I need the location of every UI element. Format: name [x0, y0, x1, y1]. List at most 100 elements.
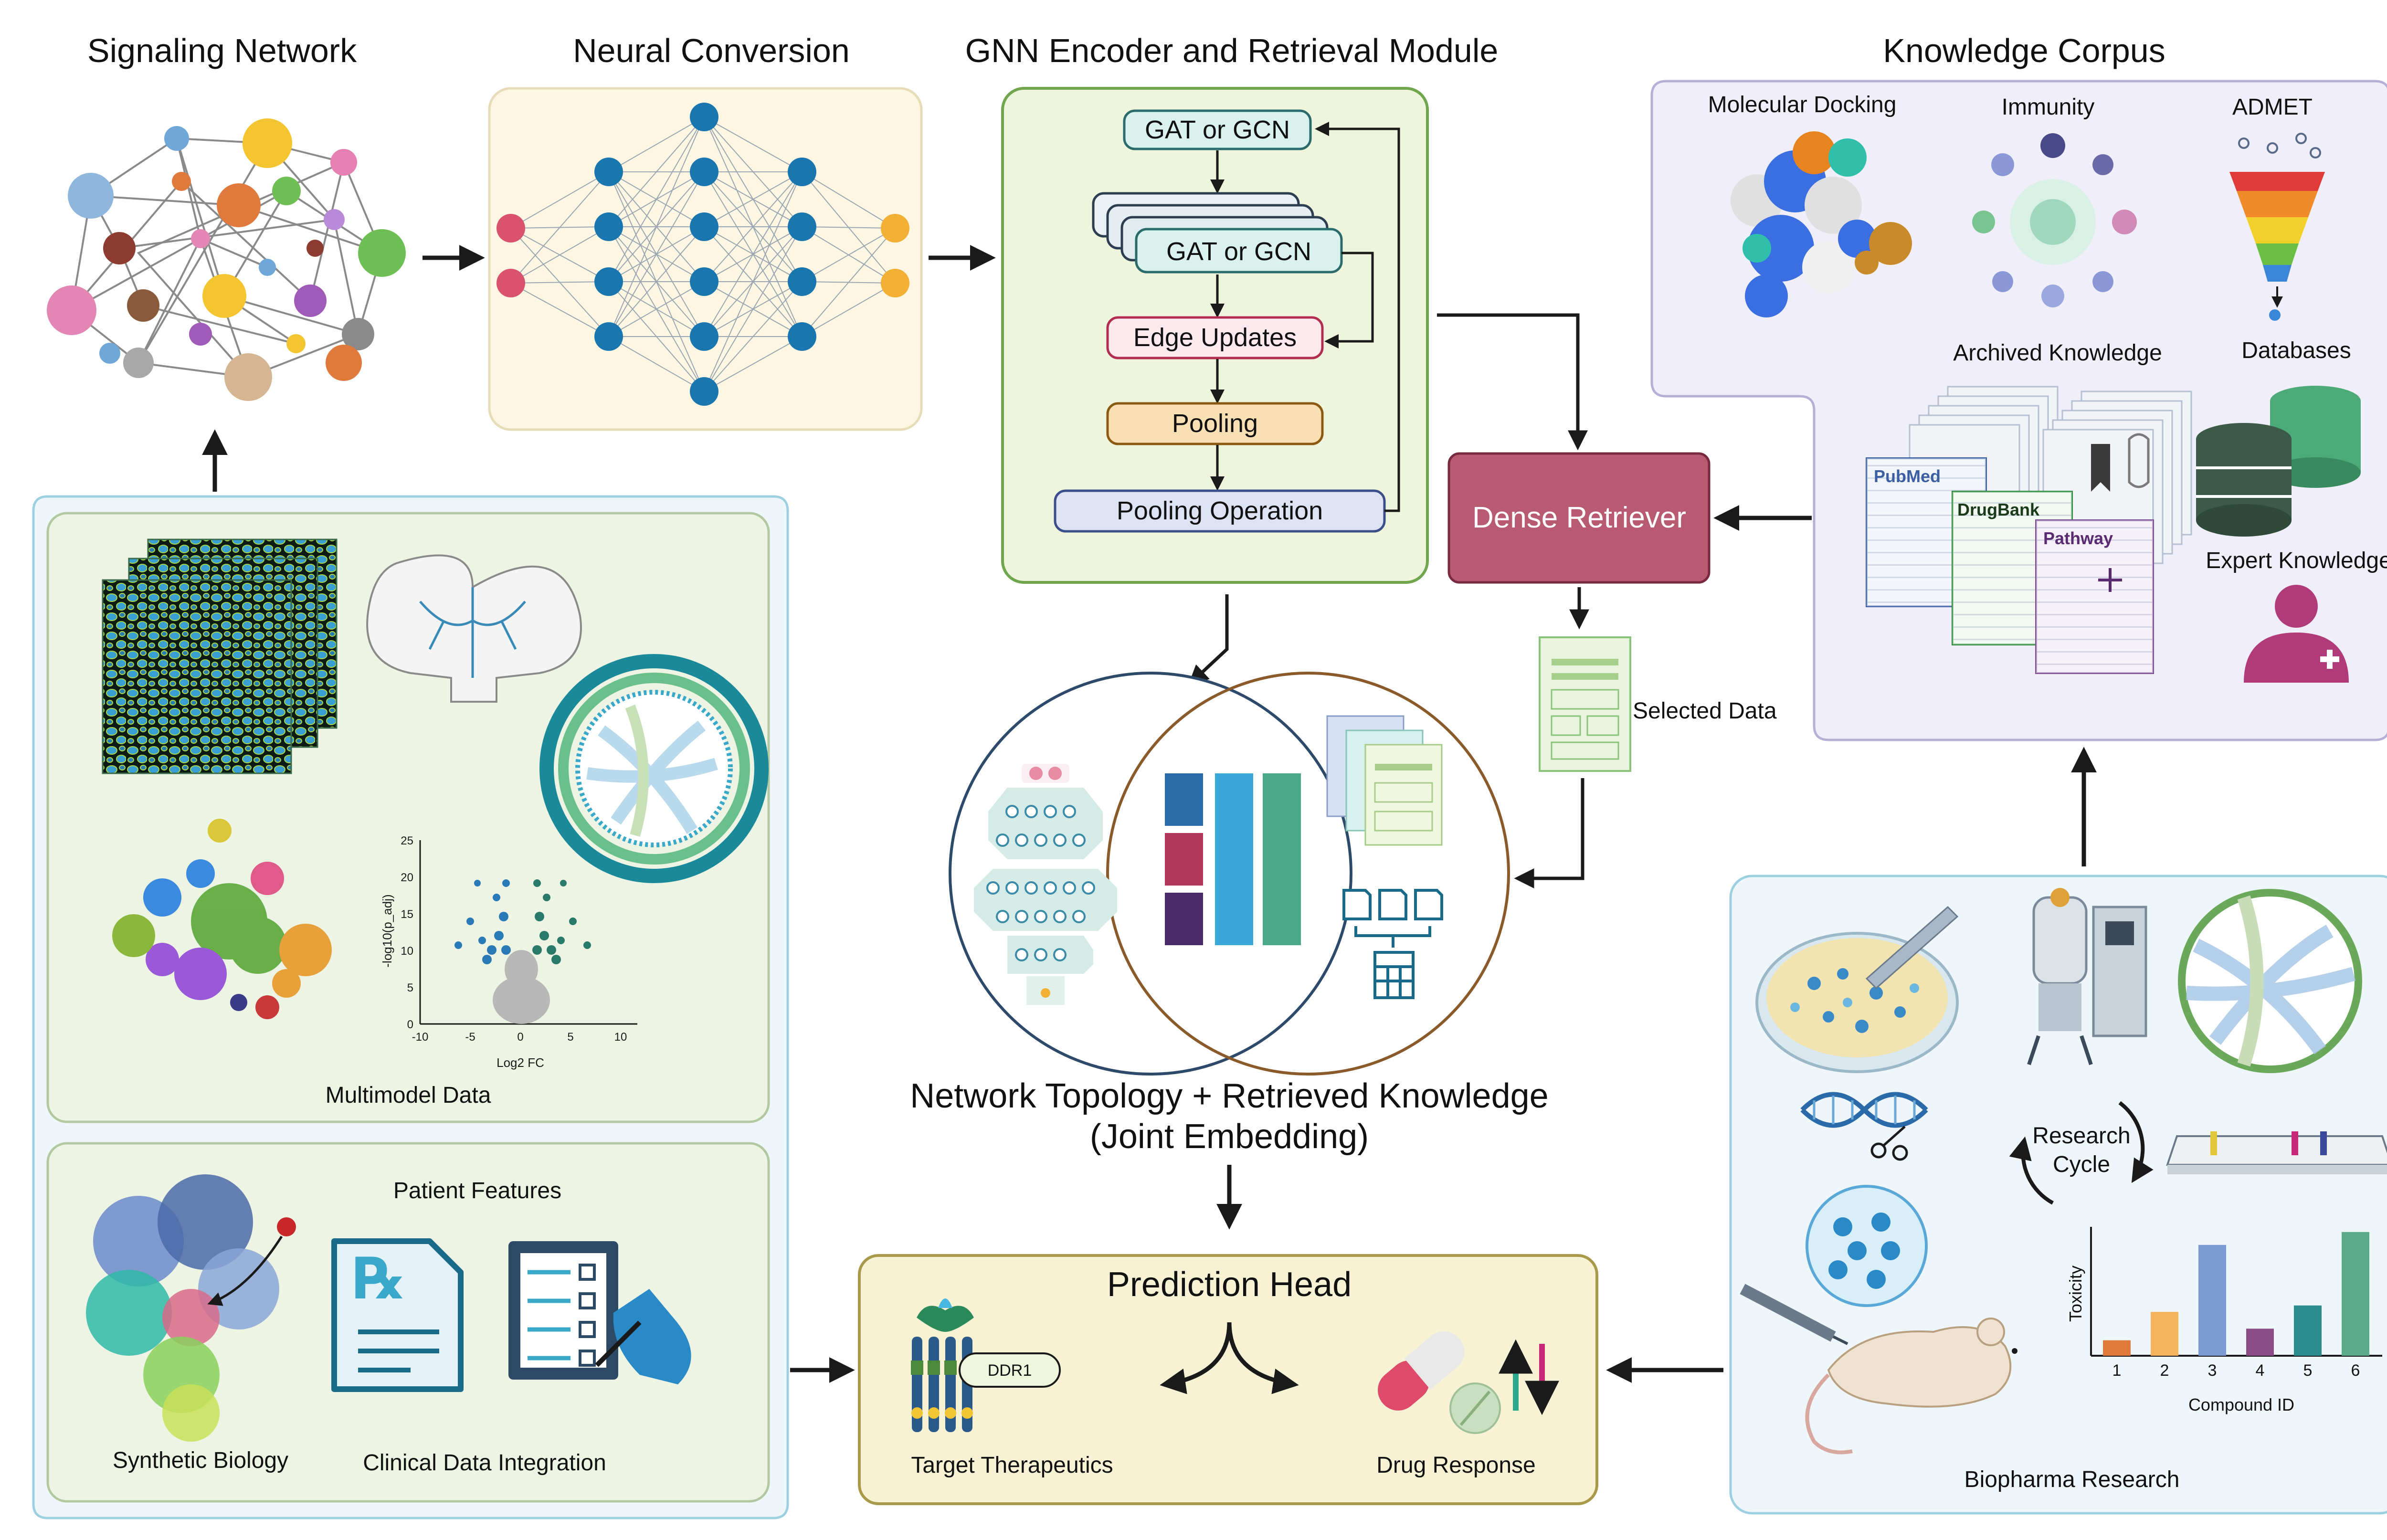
dense-retriever-label: Dense Retriever: [1472, 501, 1686, 534]
umap-scatter-icon: [112, 819, 332, 1019]
toxicity-tick-labels: 1 2 3 4 5 6: [2112, 1361, 2360, 1380]
immunity-cells-icon: [1972, 133, 2137, 307]
protein-docking-icon: [1731, 131, 1912, 317]
nn-nodes: [496, 103, 909, 406]
arrow-selected-to-joint: [1514, 778, 1584, 888]
assay-strip-icon: [2166, 1131, 2387, 1174]
arrow-gnn-to-retriever: [1437, 313, 1588, 451]
toxicity-bar: [2198, 1245, 2226, 1356]
petri-dish-icon: [1755, 906, 1959, 1073]
rx-glyph: ℞: [353, 1247, 405, 1311]
svg-text:GAT or GCN: GAT or GCN: [1145, 116, 1290, 144]
neural-conversion-panel: [488, 87, 923, 431]
biopharma-research-label: Biopharma Research: [1965, 1467, 2180, 1492]
research-cycle-icon: Research Cycle: [2009, 1101, 2154, 1205]
immunity-label: Immunity: [2002, 95, 2095, 120]
volcano-y-tick: 0: [407, 1018, 413, 1031]
clinical-checklist-icon: [508, 1241, 691, 1384]
nanoparticle-icon: [1806, 1185, 1928, 1307]
toxicity-chart: 1 2 3 4 5 6 Toxicity Compound ID: [2066, 1227, 2382, 1414]
dna-scissors-icon: [1800, 1092, 1928, 1161]
toxicity-x-label: Compound ID: [2188, 1395, 2294, 1414]
toxicity-tick-label: 2: [2160, 1361, 2169, 1380]
admet-funnel-icon: [2229, 133, 2325, 321]
loop-arrow-outer: [1315, 122, 1400, 512]
joint-embedding-line2: (Joint Embedding): [1090, 1118, 1369, 1156]
svg-text:Pathway: Pathway: [2043, 528, 2113, 548]
admet-label: ADMET: [2232, 95, 2313, 120]
gnn-module-title: GNN Encoder and Retrieval Module: [965, 32, 1499, 69]
volcano-y-tick: 10: [401, 945, 413, 958]
volcano-y-tick: 25: [401, 834, 413, 847]
circos-chord-icon: [2178, 889, 2362, 1073]
svg-text:Pooling Operation: Pooling Operation: [1117, 496, 1323, 525]
pooling-box: Pooling: [1106, 402, 1324, 445]
patient-features-title: Patient Features: [393, 1178, 561, 1203]
databases-label: Databases: [2241, 338, 2351, 363]
volcano-x-tick: 0: [517, 1031, 523, 1044]
signaling-network-graph: [47, 118, 406, 401]
drug-capsule-icon: [1378, 1331, 1559, 1434]
circos-plot-icon: [539, 654, 769, 883]
volcano-plot: 25 20 15 10 5 0 -10 -5 0 5 10 Log2 FC -log10(p_ad…: [380, 834, 637, 1070]
toxicity-tick-label: 6: [2351, 1361, 2360, 1380]
svg-text:Edge Updates: Edge Updates: [1133, 323, 1297, 352]
edge-updates-box: Edge Updates: [1106, 316, 1324, 359]
multimodel-data-label: Multimodel Data: [326, 1083, 491, 1108]
network-tower-icon: [974, 764, 1117, 1005]
toxicity-tick-label: 1: [2112, 1361, 2122, 1380]
gnn-layer-2: GAT or GCN: [1166, 237, 1311, 266]
toxicity-bars: [2103, 1232, 2369, 1356]
volcano-x-tick: -10: [412, 1031, 429, 1044]
selected-data-label: Selected Data: [1633, 698, 1777, 724]
bioreactor-icon: [2027, 888, 2147, 1065]
synthetic-protein-icon: [86, 1174, 296, 1442]
prescription-icon: ℞: [331, 1238, 464, 1392]
toxicity-bar: [2151, 1312, 2178, 1356]
database-icon: [2196, 386, 2361, 537]
ddr1-label: DDR1: [988, 1361, 1032, 1380]
clinical-integration-label: Clinical Data Integration: [363, 1450, 606, 1476]
doctor-icon: [2244, 585, 2349, 683]
toxicity-tick-label: 4: [2256, 1361, 2265, 1380]
volcano-y-ticks: 25 20 15 10 5 0: [401, 834, 413, 1031]
svg-text:Pooling: Pooling: [1172, 409, 1258, 438]
volcano-x-tick: 5: [567, 1031, 573, 1044]
volcano-y-label: -log10(p_adj): [380, 894, 394, 967]
knowledge-corpus-panel: Molecular Docking Immunity ADMET Archive…: [1650, 80, 2387, 741]
section-titles: Signaling Network Neural Conversion GNN …: [87, 32, 2165, 69]
dense-retriever-box: Dense Retriever: [1447, 452, 1711, 584]
left-data-panel: 25 20 15 10 5 0 -10 -5 0 5 10 Log2 FC -log10(p_ad…: [32, 429, 789, 1519]
toxicity-tick-label: 3: [2208, 1361, 2217, 1380]
research-cycle-label-1: Research: [2032, 1123, 2130, 1149]
svg-text:PubMed: PubMed: [1874, 466, 1941, 486]
toxicity-y-label: Toxicity: [2066, 1266, 2085, 1322]
gnn-encoder-panel: GAT or GCN GAT or GCN Edge Updates Pooli…: [1001, 87, 1429, 584]
gnn-layer-1: GAT or GCN: [1123, 109, 1312, 150]
toxicity-tick-label: 5: [2303, 1361, 2313, 1380]
nn-connections: [510, 116, 896, 392]
receptor-icon: DDR1: [911, 1298, 1061, 1432]
pathway-doc: Pathway: [2035, 519, 2154, 674]
arrow-gnn-to-joint: [1188, 594, 1229, 686]
split-arrows: [1160, 1322, 1299, 1394]
network-nodes: [47, 118, 406, 401]
retrieved-docs-icon: [1326, 715, 1443, 999]
joint-embedding-venn: Network Topology + Retrieved Knowledge (…: [910, 672, 1549, 1156]
brain-atlas-icon: [366, 554, 582, 703]
volcano-x-label: Log2 FC: [496, 1055, 544, 1070]
volcano-y-tick: 20: [401, 871, 413, 884]
volcano-x-tick: -5: [465, 1031, 475, 1044]
expert-knowledge-label: Expert Knowledge: [2206, 548, 2387, 573]
neural-conversion-title: Neural Conversion: [573, 32, 850, 69]
archived-knowledge-label: Archived Knowledge: [1953, 340, 2162, 366]
svg-text:DrugBank: DrugBank: [1957, 500, 2040, 519]
toxicity-bar: [2103, 1340, 2131, 1356]
toxicity-bar: [2342, 1232, 2369, 1356]
volcano-y-tick: 5: [407, 981, 413, 994]
volcano-x-tick: 10: [614, 1031, 627, 1044]
knowledge-corpus-title: Knowledge Corpus: [1883, 32, 2165, 69]
selected-data-doc: [1539, 636, 1631, 772]
volcano-y-tick: 15: [401, 908, 413, 921]
research-cycle-label-2: Cycle: [2053, 1152, 2110, 1177]
